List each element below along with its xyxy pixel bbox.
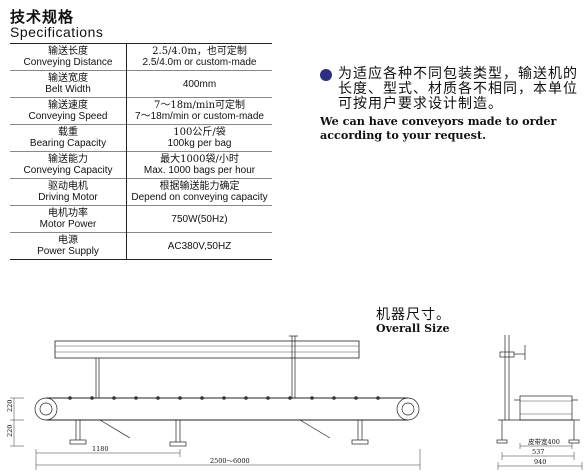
- spec-label-cn: 输送宽度: [48, 73, 88, 84]
- spec-value-en: 400mm: [182, 78, 217, 90]
- page-title-cn: 技术规格: [10, 9, 75, 26]
- spec-value: AC380V,50HZ: [126, 232, 272, 260]
- roller-marks: [68, 396, 380, 400]
- spec-label-en: Conveying Capacity: [23, 165, 113, 176]
- spec-label-cn: 电机功率: [48, 208, 88, 219]
- spec-label-cn: 载重: [58, 127, 78, 138]
- dim-height-upper: 220: [6, 400, 14, 412]
- dim-belt-width: 皮带宽400: [528, 437, 560, 446]
- spec-label-en: Conveying Speed: [28, 111, 108, 122]
- spec-value-en: Max. 1000 bags per hour: [143, 165, 256, 176]
- spec-value-en: 100kg per bag: [167, 138, 232, 149]
- notice-text-en: We can have conveyors made to order acco…: [320, 114, 557, 142]
- dim-height-lower: 220: [6, 425, 14, 437]
- spec-label-en: Conveying Distance: [23, 57, 113, 68]
- spec-label-cn: 输送速度: [48, 100, 88, 111]
- conveyor-side-view: [34, 335, 420, 447]
- notice-text-cn: 为适应各种不同包装类型，输送机的长度、型式、材质各不相同，本单位可按用户要求设计…: [338, 65, 578, 111]
- dim-frame-width: 537: [532, 448, 544, 456]
- spec-value-cn: 2.5/4.0m，也可定制: [152, 46, 247, 57]
- dim-total-width: 940: [534, 458, 546, 466]
- dim-length: 2500～6000: [210, 457, 250, 465]
- spec-value-cn: 7～18m/min可定制: [153, 100, 246, 111]
- custom-order-notice: 为适应各种不同包装类型，输送机的长度、型式、材质各不相同，本单位可按用户要求设计…: [320, 66, 580, 142]
- overall-size-title-en: Overall Size: [376, 322, 450, 335]
- spec-value-en: 7～18m/min or custom-made: [135, 111, 264, 122]
- spec-value-cn: 根据输送能力确定: [159, 181, 240, 192]
- page-title-en: Specifications: [10, 24, 104, 40]
- spec-value: 400mm: [126, 70, 272, 98]
- bullet-icon: [320, 69, 332, 81]
- spec-label-en: Belt Width: [45, 84, 91, 95]
- end-view-dimensions: [497, 443, 583, 470]
- spec-label-cn: 输送能力: [48, 154, 88, 165]
- spec-value-en: AC380V,50HZ: [167, 240, 232, 252]
- spec-value-en: Depend on conveying capacity: [131, 192, 268, 203]
- conveyor-end-view: [496, 335, 580, 444]
- overall-size-title-cn: 机器尺寸。: [376, 306, 451, 322]
- dim-support-span: 1180: [92, 445, 109, 453]
- spec-label-cn: 驱动电机: [48, 181, 88, 192]
- spec-value: 750W(50Hz): [126, 205, 272, 233]
- spec-value-en: 750W(50Hz): [171, 213, 228, 225]
- spec-label-en: Driving Motor: [38, 192, 98, 203]
- side-view-dimensions: [10, 397, 421, 470]
- spec-label-cn: 电源: [58, 235, 78, 246]
- spec-value-cn: 100公斤/袋: [173, 127, 226, 138]
- spec-value-en: 2.5/4.0m or custom-made: [142, 57, 257, 68]
- spec-label-en: Motor Power: [39, 219, 97, 230]
- spec-label-en: Bearing Capacity: [29, 138, 107, 149]
- spec-label-cn: 输送长度: [48, 46, 88, 57]
- spec-label-en: Power Supply: [37, 246, 99, 257]
- spec-value-cn: 最大1000袋/小时: [160, 154, 239, 165]
